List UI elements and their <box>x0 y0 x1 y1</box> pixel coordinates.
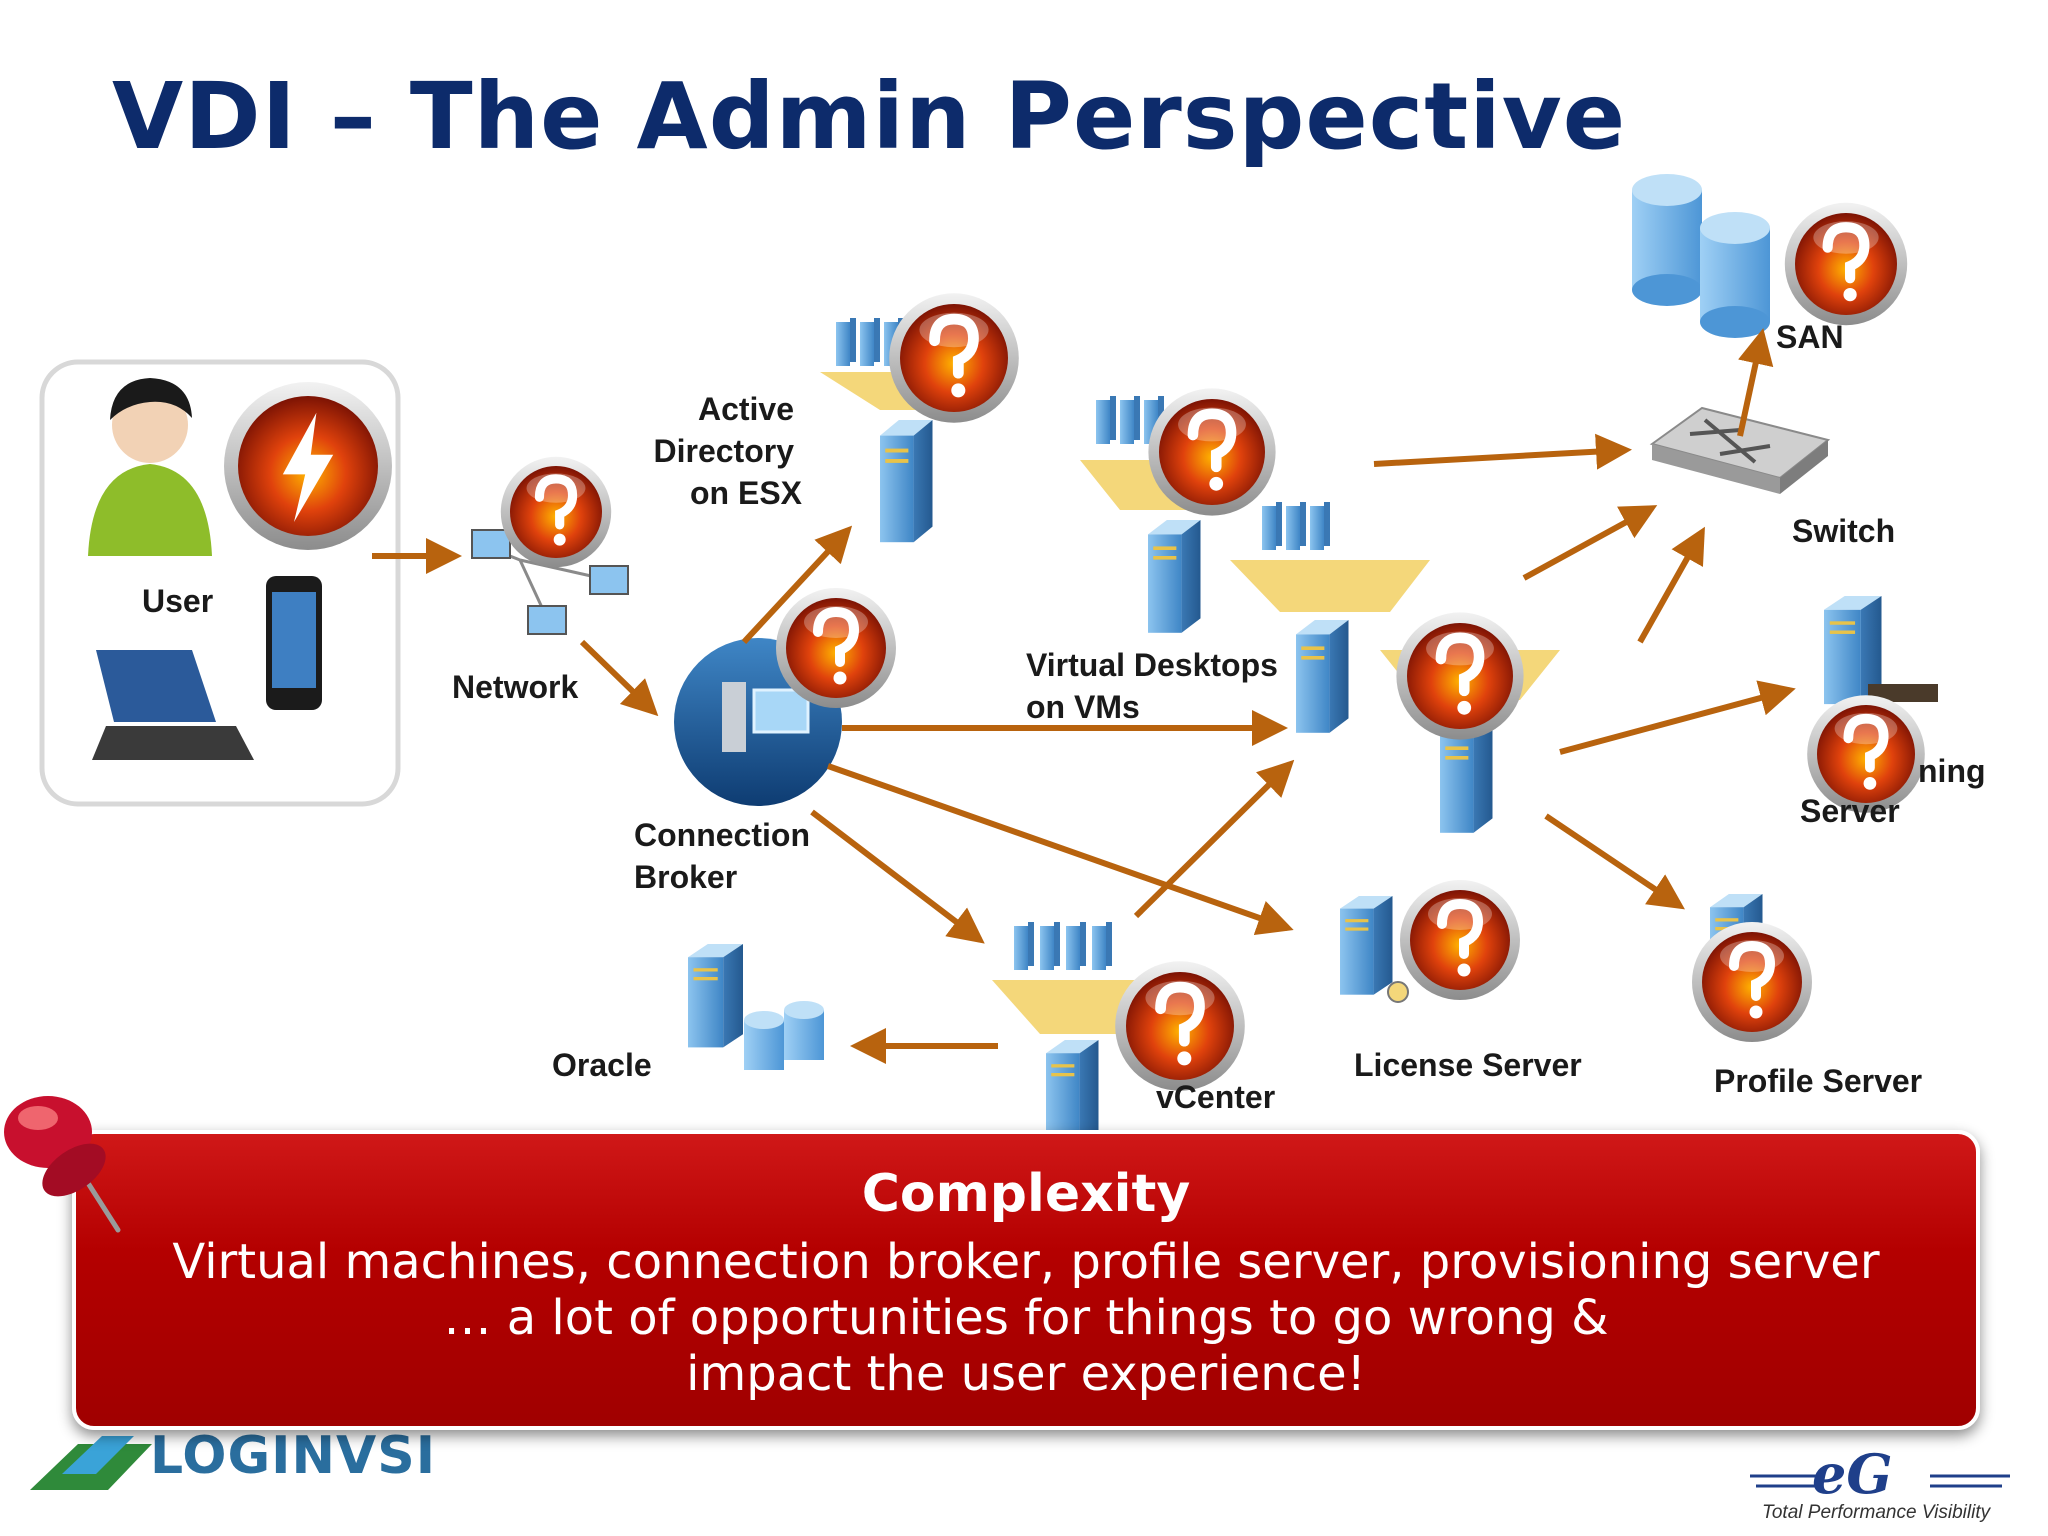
arrow-desktops-to-switch-lower <box>1637 526 1705 644</box>
provisioning-server-label-line-2: Server <box>1800 793 1900 829</box>
eg-logo <box>1750 1474 2010 1488</box>
network-label: Network <box>452 669 578 705</box>
virtual-desktops-question-mark-icon-2 <box>1396 612 1523 739</box>
san-question-mark-icon <box>1785 203 1907 325</box>
arrow-switch-to-san <box>1737 328 1774 437</box>
slide-title: VDI – The Admin Perspective <box>112 63 1627 170</box>
license-server-label: License Server <box>1354 1047 1582 1083</box>
arrow-desktops-to-provisioning-server <box>1559 680 1796 755</box>
callout-heading: Complexity <box>861 1164 1191 1224</box>
vcenter-question-mark-icon <box>1115 961 1245 1091</box>
connection-broker-label-line-1: Connection <box>634 817 810 853</box>
vcenter-label: vCenter <box>1156 1079 1275 1115</box>
callout-line-2: … a lot of opportunities for things to g… <box>443 1290 1609 1346</box>
switch-label: Switch <box>1792 513 1895 549</box>
smartphone-icon <box>266 576 322 710</box>
active-directory-label-line-3: on ESX <box>690 475 803 511</box>
user-avatar-icon <box>88 378 212 556</box>
arrow-broker-to-license-server <box>827 763 1294 936</box>
virtual-desktops-question-mark-icon-1 <box>1148 388 1275 515</box>
provisioning-server-label-line-1: ning <box>1918 753 1986 789</box>
active-directory-label-line-2: Directory <box>654 433 795 469</box>
arrow-broker-to-active-directory <box>741 525 853 645</box>
active-directory-question-mark-icon <box>889 293 1019 423</box>
connector-arrows <box>372 328 1796 1064</box>
oracle-database-server-icon <box>688 944 824 1070</box>
loginvsi-logo-text: LOGINVSI <box>150 1426 437 1486</box>
pushpin-icon <box>4 1096 121 1233</box>
san-database-icon <box>1632 174 1770 338</box>
callout-line-3: impact the user experience! <box>686 1346 1366 1402</box>
san-label: SAN <box>1776 319 1844 355</box>
lightning-bolt-icon <box>224 382 392 550</box>
switch-icon <box>1649 406 1831 494</box>
arrow-desktops-to-switch-upper <box>1373 433 1632 470</box>
connection-broker-label-line-2: Broker <box>634 859 737 895</box>
license-server-question-mark-icon <box>1400 880 1520 1000</box>
eg-logo-mark: eG <box>1812 1442 1893 1506</box>
license-server-icon <box>1340 896 1409 1003</box>
loginvsi-logo <box>30 1436 152 1490</box>
profile-server-question-mark-icon <box>1692 922 1812 1042</box>
profile-server-label: Profile Server <box>1714 1063 1922 1099</box>
network-question-mark-icon <box>501 457 611 567</box>
eg-logo-tagline: Total Performance Visibility <box>1762 1502 1991 1523</box>
callout-body: Virtual machines, connection broker, pro… <box>76 1234 1976 1402</box>
complexity-callout: Complexity Virtual machines, connection … <box>72 1130 1980 1430</box>
network-icon <box>471 529 629 635</box>
user-label: User <box>142 583 213 619</box>
provisioning-server-icon <box>1824 596 1938 705</box>
arrow-broker-to-vcenter <box>810 809 985 944</box>
oracle-label: Oracle <box>552 1047 652 1083</box>
connection-broker-question-mark-icon <box>776 588 896 708</box>
laptop-icon <box>92 650 254 760</box>
callout-line-1: Virtual machines, connection broker, pro… <box>172 1234 1880 1290</box>
arrow-vcenter-to-virtual-desktops <box>1133 759 1295 919</box>
virtual-desktops-label-line-2: on VMs <box>1026 689 1140 725</box>
arrow-desktops-to-switch-middle <box>1522 505 1658 581</box>
arrow-network-to-broker <box>579 639 659 717</box>
arrow-desktops-to-profile-server <box>1544 813 1685 910</box>
virtual-desktops-label-line-1: Virtual Desktops <box>1026 647 1278 683</box>
active-directory-label-line-1: Active <box>698 391 794 427</box>
